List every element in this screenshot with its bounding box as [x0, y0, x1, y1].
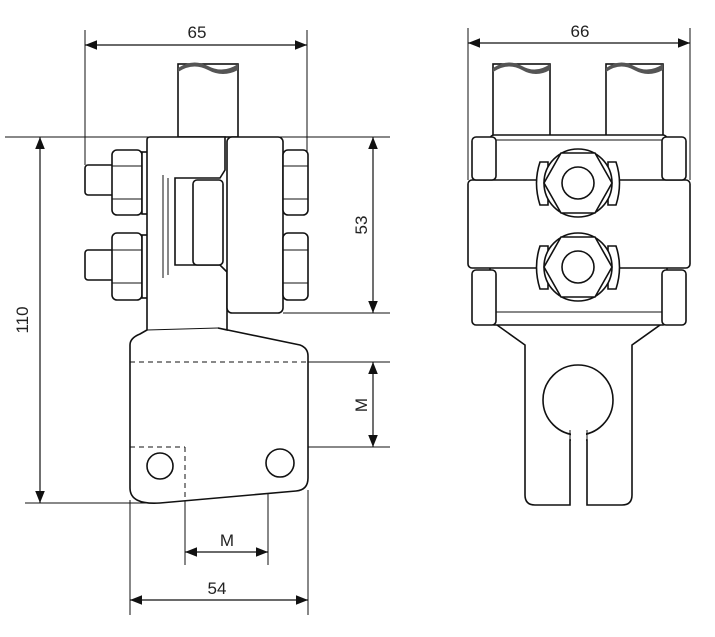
conductor-rods [492, 62, 664, 138]
clamp-body [129, 136, 309, 505]
dimension-m-vertical: M [352, 398, 371, 412]
dimension-m-horizontal: M [220, 531, 234, 550]
clamp-body-front [467, 134, 691, 326]
dimension-65: 65 [188, 23, 207, 42]
bolt-left-upper [84, 149, 149, 216]
bolt-head-upper [535, 148, 621, 218]
nut-right-upper [282, 149, 309, 216]
dimension-110: 110 [13, 306, 32, 333]
bolt-head-lower [535, 232, 621, 302]
lower-fork [487, 319, 670, 506]
nut-right-lower [282, 232, 309, 301]
dimension-66: 66 [571, 22, 590, 41]
front-view: 66 [467, 22, 691, 506]
side-view: 65 110 53 M M 54 [5, 23, 390, 615]
mounting-hole-right [265, 448, 295, 478]
conductor-rod [177, 62, 239, 138]
mounting-hole-left [146, 452, 174, 480]
dimension-53: 53 [352, 216, 371, 235]
bolt-left-lower [84, 232, 149, 301]
dimension-54: 54 [208, 579, 227, 598]
